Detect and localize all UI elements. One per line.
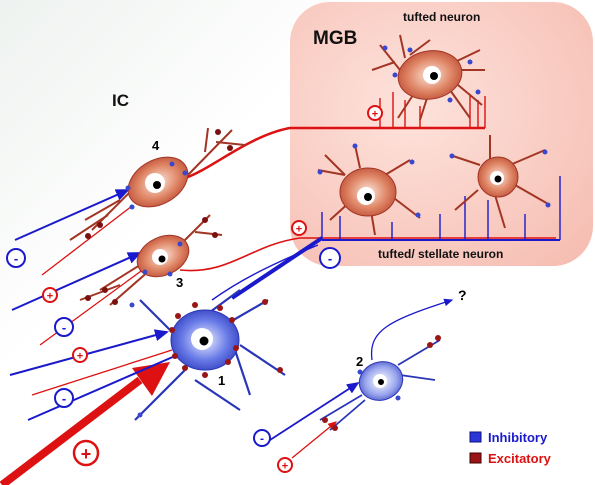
plus-sign-icon: + [291,220,307,236]
neuron-3 [79,214,223,306]
legend-swatch-excitatory [469,452,482,464]
svg-text:+: + [296,224,302,236]
svg-text:+: + [81,444,92,464]
minus-sign-icon: - [6,248,26,268]
mgb-label: MGB [313,28,357,49]
svg-text:-: - [260,432,264,446]
svg-text:-: - [328,251,332,266]
svg-text:+: + [372,109,378,121]
minus-sign-icon: - [54,317,74,337]
plus-sign-icon: + [367,105,383,121]
minus-sign-icon: - [319,247,341,269]
plus-sign-icon: + [277,457,293,473]
question-mark-label: ? [458,287,467,303]
minus-sign-icon: - [253,429,271,447]
legend-swatch-inhibitory [469,431,482,443]
plus-sign-icon: + [72,439,100,467]
neuron-1 [129,289,286,421]
svg-text:-: - [62,320,66,335]
plus-sign-icon: + [72,347,88,363]
legend-label-inhibitory: Inhibitory [488,430,548,445]
svg-text:+: + [77,351,83,363]
tufted-neuron [371,34,485,121]
legend: Inhibitory Excitatory [469,430,552,466]
legend-label-excitatory: Excitatory [488,451,552,466]
stellate-neuron-right [449,135,551,229]
stellate-neuron-left [317,143,421,236]
neuron-4 [69,127,246,241]
neuron-2 [319,335,441,431]
neuron-number-4: 4 [152,138,160,153]
svg-text:-: - [14,251,18,266]
plus-sign-icon: + [42,287,58,303]
tufted-stellate-neuron-label: tufted/ stellate neuron [378,247,503,261]
svg-text:-: - [62,391,66,406]
ic-label: IC [112,91,129,110]
svg-text:+: + [47,291,53,303]
afferent-inputs [0,189,360,485]
svg-text:+: + [282,461,288,473]
neuron-number-3: 3 [176,275,183,290]
tufted-neuron-label: tufted neuron [403,10,480,24]
projections [179,92,561,361]
neuron-number-1: 1 [218,373,225,388]
minus-sign-icon: - [54,388,74,408]
neuron-number-2: 2 [356,354,363,369]
